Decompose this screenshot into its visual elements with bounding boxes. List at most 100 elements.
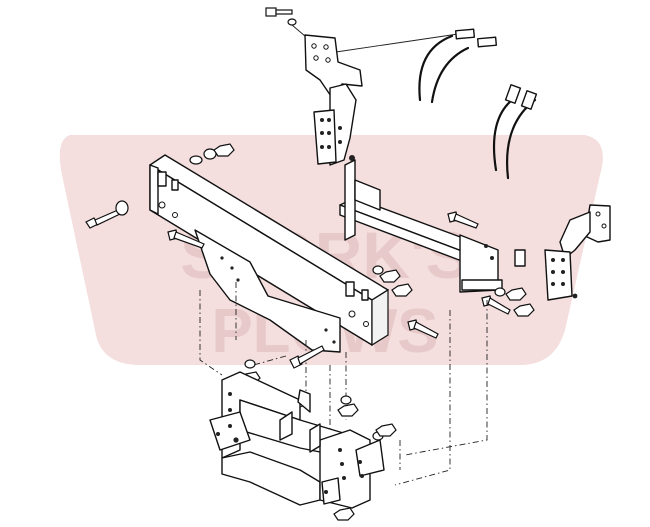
wire xyxy=(492,98,514,172)
mount-hole xyxy=(360,474,364,478)
slot xyxy=(157,171,167,187)
bracket-hole xyxy=(311,43,317,49)
post-hole xyxy=(561,258,565,262)
crossbar-hole xyxy=(348,310,356,318)
mount-hole xyxy=(228,392,232,396)
alignment-line xyxy=(394,310,451,486)
bolt-shank xyxy=(173,231,205,249)
hex-nut xyxy=(213,143,235,157)
mount-hole xyxy=(228,408,232,412)
slot xyxy=(361,289,369,301)
crossbar-hole xyxy=(158,201,166,209)
slot xyxy=(171,179,179,191)
mount-hole xyxy=(233,437,239,443)
wire xyxy=(430,46,470,104)
post-hole xyxy=(327,118,331,122)
hex-nut xyxy=(391,283,413,297)
post-hole xyxy=(327,131,331,135)
washer xyxy=(287,18,297,26)
mount-hole xyxy=(358,460,362,464)
spacer xyxy=(115,200,129,216)
bracket-arm xyxy=(329,83,357,166)
bracket-arm xyxy=(559,211,591,259)
post-hole xyxy=(572,293,578,299)
post-hole xyxy=(320,131,324,135)
connector-plug xyxy=(454,28,476,40)
washer xyxy=(189,155,203,165)
bolt-shank xyxy=(413,321,439,339)
frame-hole xyxy=(490,256,494,260)
gusset-hole xyxy=(230,266,234,270)
washer xyxy=(494,287,506,297)
bracket-hole xyxy=(325,57,331,63)
gusset-plate xyxy=(194,229,341,353)
frame-bar-post xyxy=(344,159,356,241)
bolt-shank xyxy=(453,213,479,229)
gusset-hole xyxy=(220,256,224,260)
mount-hole xyxy=(340,462,344,466)
hex-nut xyxy=(513,303,535,317)
frame-tab xyxy=(514,249,526,267)
leader-line xyxy=(335,33,459,53)
mount-base xyxy=(221,451,321,506)
bolt-shank xyxy=(297,345,325,365)
post-hole xyxy=(349,155,355,161)
right-frame-bar xyxy=(339,159,526,293)
mount-hole xyxy=(338,448,342,452)
post-hole xyxy=(327,145,331,149)
mount-hole xyxy=(324,490,328,494)
hex-nut xyxy=(333,507,355,521)
upper-left-bracket xyxy=(304,33,459,166)
bracket-hole xyxy=(313,55,319,61)
post-hole xyxy=(320,118,324,122)
bracket-hole xyxy=(595,211,601,217)
mount-side-plate xyxy=(209,411,251,451)
hex-nut xyxy=(337,403,359,417)
alignment-line xyxy=(249,355,287,367)
frame-hole xyxy=(484,244,488,248)
washer xyxy=(372,265,384,275)
connector-plug xyxy=(504,84,522,104)
crossbar-left-end xyxy=(149,164,159,215)
wire xyxy=(418,34,454,102)
post-hole xyxy=(551,282,555,286)
mount-hole xyxy=(342,476,346,480)
connector-plug xyxy=(476,36,498,48)
bracket-post xyxy=(313,109,337,165)
post-hole xyxy=(320,145,324,149)
mount-hole xyxy=(216,432,220,436)
crossbar-end-face xyxy=(371,288,389,347)
mount-bracket xyxy=(355,439,385,477)
mid-hardware xyxy=(239,345,397,521)
connector-plug xyxy=(520,90,538,110)
bolt-shank xyxy=(487,297,511,315)
bracket-hole xyxy=(601,223,607,229)
gusset-hole xyxy=(324,328,328,332)
crossbar-hole xyxy=(172,212,178,218)
post-hole xyxy=(561,270,565,274)
frame-bar-plate xyxy=(354,179,381,211)
alignment-line xyxy=(199,290,223,376)
mount-hole xyxy=(228,424,232,428)
mount-tab xyxy=(297,389,311,413)
washer xyxy=(244,359,256,369)
gusset-hole xyxy=(332,340,336,344)
washer xyxy=(340,395,352,405)
left-nut-stack xyxy=(189,143,235,165)
mount-foot xyxy=(321,477,341,505)
crossbar-bolt xyxy=(407,319,439,339)
gusset-hole xyxy=(236,278,240,282)
wiring-harness-left xyxy=(418,28,498,104)
post-hole xyxy=(338,140,342,144)
lower-mount-frame xyxy=(209,371,385,509)
post-hole xyxy=(338,126,342,130)
bracket-post xyxy=(544,249,573,301)
frame-bolts xyxy=(372,211,535,317)
bracket-hole xyxy=(323,44,329,50)
right-bracket xyxy=(544,204,611,301)
hex-nut xyxy=(379,269,401,283)
main-crossbar xyxy=(149,154,389,353)
hex-nut xyxy=(505,287,527,301)
